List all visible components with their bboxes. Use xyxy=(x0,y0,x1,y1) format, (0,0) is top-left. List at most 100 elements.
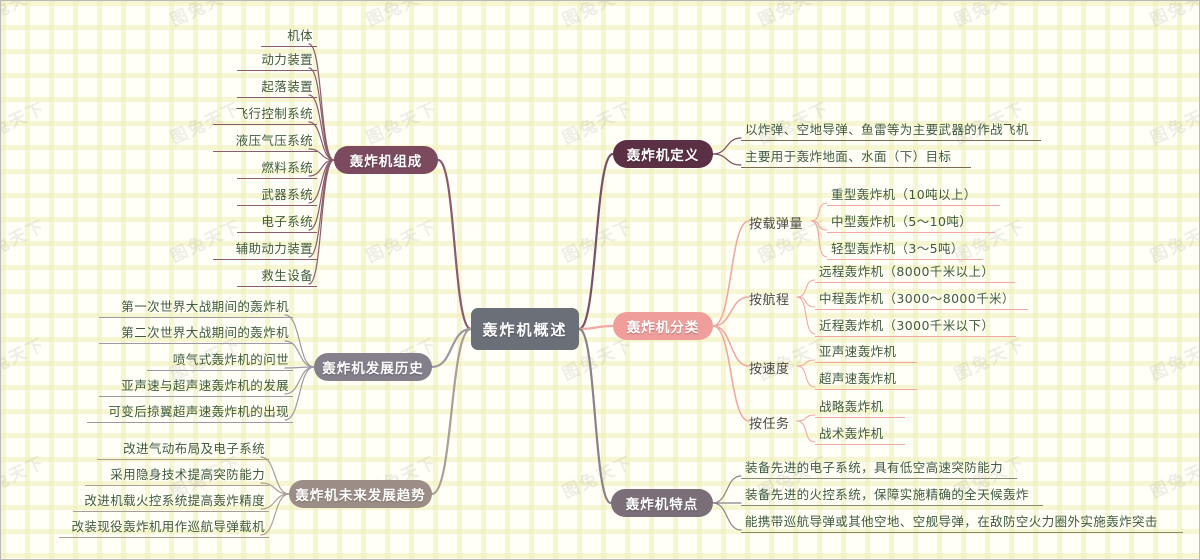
leaf-node[interactable]: 武器系统 xyxy=(237,187,317,206)
leaf-node[interactable]: 重型轰炸机（10吨以上） xyxy=(827,187,1000,206)
leaf-node[interactable]: 亚声速与超声速轰炸机的发展 xyxy=(99,378,293,397)
leaf-underline xyxy=(261,45,317,47)
leaf-label: 电子系统 xyxy=(261,214,313,229)
watermark-text: 图兔天下 xyxy=(363,216,441,267)
leaf-label: 辅助动力装置 xyxy=(235,241,313,256)
leaf-label: 超声速轰炸机 xyxy=(819,371,897,386)
leaf-node[interactable]: 第二次世界大战期间的轰炸机 xyxy=(99,325,293,344)
branch-node-classification[interactable]: 轰炸机分类 xyxy=(613,312,713,340)
leaf-label: 装备先进的电子系统，具有低空高速突防能力 xyxy=(745,460,1004,475)
watermark-text: 图兔天下 xyxy=(0,216,49,267)
leaf-node[interactable]: 能携带巡航导弹或其他空地、空舰导弹，在敌防空火力圈外实施轰炸突击 xyxy=(741,514,1183,533)
leaf-node[interactable]: 中型轰炸机（5～10吨） xyxy=(827,214,995,233)
leaf-underline xyxy=(237,285,317,287)
branch-node-features[interactable]: 轰炸机特点 xyxy=(611,489,713,517)
leaf-label: 飞行控制系统 xyxy=(235,106,313,121)
watermark-text: 图兔天下 xyxy=(951,0,1029,31)
watermark-text: 图兔天下 xyxy=(1147,0,1200,31)
leaf-node[interactable]: 中程轰炸机（3000～8000千米） xyxy=(815,291,1028,310)
leaf-label: 能携带巡航导弹或其他空地、空舰导弹，在敌防空火力圈外实施轰炸突击 xyxy=(745,514,1158,529)
leaf-node[interactable]: 改进机载火控系统提高轰炸精度 xyxy=(73,493,269,512)
leaf-label: 喷气式轰炸机的问世 xyxy=(172,352,289,367)
watermark-text: 图兔天下 xyxy=(559,0,637,31)
leaf-label: 主要用于轰炸地面、水面（下）目标 xyxy=(745,149,952,164)
subtopic-node[interactable]: 按速度 xyxy=(749,362,790,377)
leaf-node[interactable]: 动力装置 xyxy=(237,52,317,71)
leaf-label: 中型轰炸机（5～10吨） xyxy=(831,214,973,229)
leaf-label: 可变后掠翼超声速轰炸机的出现 xyxy=(108,404,289,419)
leaf-node[interactable]: 机体 xyxy=(261,28,317,47)
leaf-underline xyxy=(87,421,293,423)
leaf-node[interactable]: 轻型轰炸机（3～5吨） xyxy=(827,241,983,260)
leaf-node[interactable]: 远程轰炸机（8000千米以上） xyxy=(815,264,1015,283)
leaf-node[interactable]: 飞行控制系统 xyxy=(213,106,317,125)
leaf-underline xyxy=(85,484,269,486)
leaf-node[interactable]: 近程轰炸机（3000千米以下） xyxy=(815,318,1016,337)
leaf-label: 轻型轰炸机（3～5吨） xyxy=(831,241,964,256)
watermark-text: 图兔天下 xyxy=(0,452,49,503)
leaf-label: 第一次世界大战期间的轰炸机 xyxy=(121,299,289,314)
leaf-node[interactable]: 救生设备 xyxy=(237,268,317,287)
leaf-node[interactable]: 改进气动布局及电子系统 xyxy=(97,441,269,460)
leaf-underline xyxy=(741,166,971,168)
leaf-node[interactable]: 以炸弹、空地导弹、鱼雷等为主要武器的作战飞机 xyxy=(741,122,1041,141)
leaf-label: 装备先进的火控系统，保障实施精确的全天候轰炸 xyxy=(745,487,1029,502)
leaf-underline xyxy=(99,342,293,344)
leaf-node[interactable]: 超声速轰炸机 xyxy=(815,371,917,390)
root-node[interactable]: 轰炸机概述 xyxy=(471,308,579,350)
leaf-underline xyxy=(815,361,917,363)
leaf-label: 亚声速轰炸机 xyxy=(819,344,897,359)
leaf-label: 以炸弹、空地导弹、鱼雷等为主要武器的作战飞机 xyxy=(745,122,1029,137)
subtopic-node[interactable]: 按航程 xyxy=(749,293,790,308)
leaf-label: 近程轰炸机（3000千米以下） xyxy=(819,318,995,333)
leaf-label: 液压气压系统 xyxy=(235,133,313,148)
leaf-node[interactable]: 喷气式轰炸机的问世 xyxy=(147,352,293,371)
leaf-underline xyxy=(73,510,269,512)
leaf-node[interactable]: 主要用于轰炸地面、水面（下）目标 xyxy=(741,149,971,168)
branch-node-history[interactable]: 轰炸机发展历史 xyxy=(314,353,432,381)
leaf-underline xyxy=(97,458,269,460)
leaf-node[interactable]: 采用隐身技术提高突防能力 xyxy=(85,467,269,486)
leaf-underline xyxy=(213,150,317,152)
leaf-underline xyxy=(213,258,317,260)
leaf-underline xyxy=(237,231,317,233)
leaf-node[interactable]: 战术轰炸机 xyxy=(815,426,905,445)
leaf-label: 起落装置 xyxy=(261,79,313,94)
leaf-label: 改进机载火控系统提高轰炸精度 xyxy=(84,493,265,508)
leaf-underline xyxy=(59,536,269,538)
leaf-underline xyxy=(815,443,905,445)
branch-node-composition[interactable]: 轰炸机组成 xyxy=(334,146,438,174)
leaf-label: 救生设备 xyxy=(261,268,313,283)
watermark-text: 图兔天下 xyxy=(1147,216,1200,267)
leaf-node[interactable]: 装备先进的电子系统，具有低空高速突防能力 xyxy=(741,460,1017,479)
leaf-node[interactable]: 改装现役轰炸机用作巡航导弹载机 xyxy=(59,519,269,538)
leaf-underline xyxy=(741,477,1017,479)
leaf-node[interactable]: 电子系统 xyxy=(237,214,317,233)
leaf-underline xyxy=(741,531,1183,533)
leaf-node[interactable]: 第一次世界大战期间的轰炸机 xyxy=(99,299,293,318)
leaf-node[interactable]: 可变后掠翼超声速轰炸机的出现 xyxy=(87,404,293,423)
branch-node-definition[interactable]: 轰炸机定义 xyxy=(613,140,713,168)
leaf-node[interactable]: 液压气压系统 xyxy=(213,133,317,152)
leaf-underline xyxy=(237,96,317,98)
leaf-label: 动力装置 xyxy=(261,52,313,67)
leaf-node[interactable]: 战略轰炸机 xyxy=(815,399,905,418)
leaf-node[interactable]: 燃料系统 xyxy=(237,160,317,179)
watermark-text: 图兔天下 xyxy=(363,0,441,31)
watermark-text: 图兔天下 xyxy=(167,0,245,31)
watermark-text: 图兔天下 xyxy=(363,98,441,149)
leaf-node[interactable]: 亚声速轰炸机 xyxy=(815,344,917,363)
leaf-label: 机体 xyxy=(287,28,313,43)
leaf-node[interactable]: 装备先进的火控系统，保障实施精确的全天候轰炸 xyxy=(741,487,1043,506)
subtopic-node[interactable]: 按载弹量 xyxy=(749,217,804,232)
watermark-text: 图兔天下 xyxy=(1147,98,1200,149)
leaf-underline xyxy=(99,316,293,318)
subtopic-node[interactable]: 按任务 xyxy=(749,417,790,432)
leaf-underline xyxy=(815,308,1028,310)
watermark-text: 图兔天下 xyxy=(755,0,833,31)
branch-node-future[interactable]: 轰炸机未来发展趋势 xyxy=(289,480,432,508)
leaf-node[interactable]: 起落装置 xyxy=(237,79,317,98)
leaf-node[interactable]: 辅助动力装置 xyxy=(213,241,317,260)
leaf-label: 战略轰炸机 xyxy=(819,399,884,414)
